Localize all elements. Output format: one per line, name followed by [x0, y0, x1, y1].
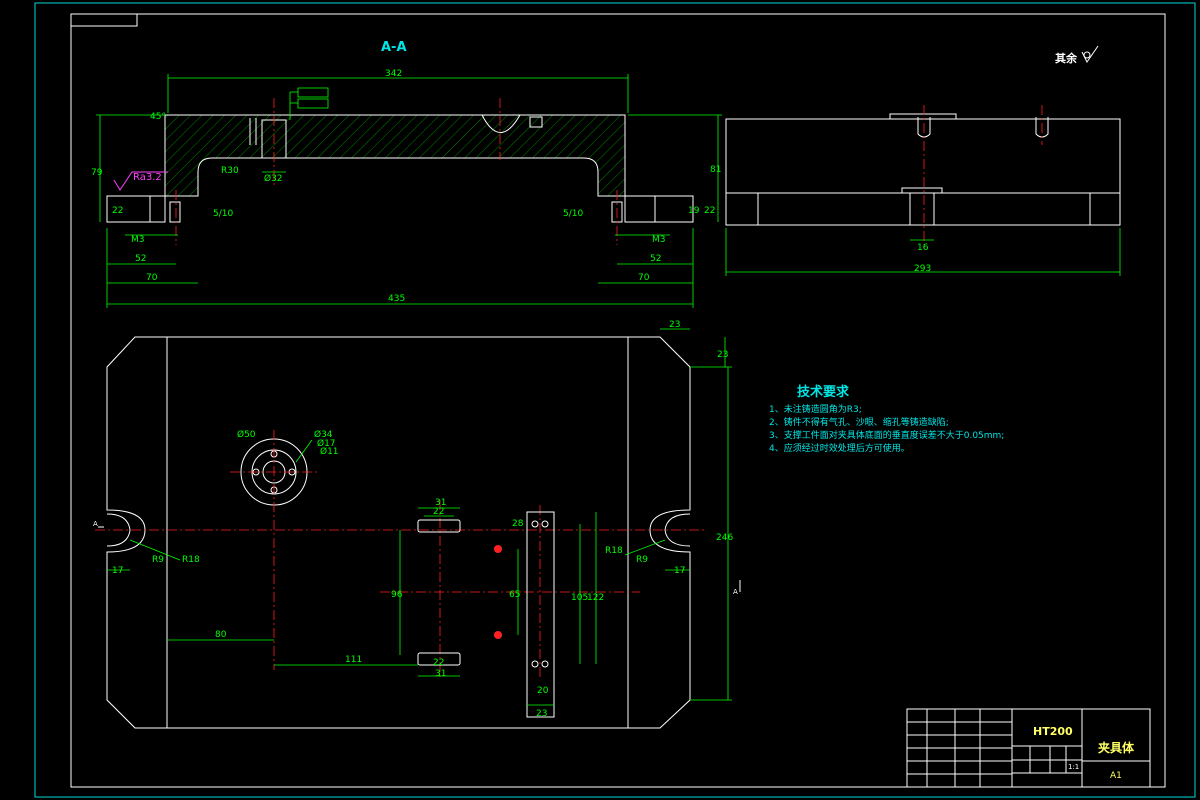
dim-dia34: Ø34 — [314, 429, 333, 440]
dim-80: 80 — [215, 630, 227, 640]
sheet-border — [34, 2, 1196, 798]
roughness-label: Ra3.2 — [133, 172, 162, 183]
dim-left-70: 70 — [146, 273, 158, 283]
dim-111: 111 — [345, 655, 362, 665]
dim-angle: 45° — [150, 112, 166, 122]
section-dimensions: 342 435 52 70 M3 52 70 M3 79 22 5/10 8 — [91, 69, 722, 308]
surface-note: 其余 — [1055, 45, 1099, 65]
dim-31-top: 31 — [435, 498, 446, 508]
dim-17-right: 17 — [674, 566, 685, 576]
dim-81: 81 — [710, 165, 721, 175]
section-label: A-A — [381, 40, 407, 55]
dim-right-70: 70 — [638, 273, 650, 283]
dim-22-top: 22 — [433, 507, 444, 517]
plan-outline — [106, 336, 691, 729]
dim-right-52: 52 — [650, 254, 661, 264]
scale-text: 1:1 — [1068, 763, 1079, 771]
dim-plan-246: 246 — [716, 533, 733, 543]
dim-122: 122 — [587, 593, 604, 603]
dim-r9-left: R9 — [152, 555, 164, 565]
dim-105: 105 — [571, 593, 588, 603]
dim-plan-23v: 23 — [717, 350, 728, 360]
dim-435: 435 — [388, 294, 405, 304]
dim-dia50: Ø50 — [237, 429, 256, 440]
dim-342: 342 — [385, 69, 402, 79]
marker-a-left: A — [93, 520, 98, 528]
material-text: HT200 — [1033, 725, 1073, 738]
tech-item-2: 2、铸件不得有气孔、沙眼、缩孔等铸造缺陷; — [769, 416, 949, 428]
roughness-symbol: Ra3.2 — [113, 171, 168, 191]
dim-r9-right: R9 — [636, 555, 648, 565]
dim-dia17: Ø17 — [317, 438, 336, 449]
dim-r18-right: R18 — [605, 546, 623, 556]
dim-65: 65 — [509, 590, 520, 600]
dim-side-16: 16 — [917, 243, 929, 253]
dim-79: 79 — [91, 168, 103, 178]
dim-r30: R30 — [221, 166, 239, 176]
dim-left-510: 5/10 — [213, 209, 233, 219]
dim-plan-23: 23 — [536, 709, 547, 719]
dim-side-293: 293 — [914, 264, 931, 274]
dim-right-19: 19 — [688, 206, 700, 216]
dim-17-left: 17 — [112, 566, 123, 576]
view-markers: A A — [93, 520, 741, 596]
side-view: 16 293 — [725, 105, 1121, 276]
dim-left-22: 22 — [112, 206, 123, 216]
plan-view: 23 23 246 Ø50 Ø34 Ø17 Ø11 31 22 31 22 28… — [93, 320, 741, 729]
section-body — [164, 114, 626, 197]
dim-31-bottom: 31 — [435, 669, 446, 679]
dim-28: 28 — [512, 519, 524, 529]
sheet-size-text: A1 — [1110, 771, 1122, 781]
dim-22-bottom: 22 — [433, 658, 444, 668]
tech-item-1: 1、未注铸造圆角为R3; — [769, 403, 862, 415]
dim-right-22: 22 — [704, 206, 715, 216]
right-foot — [624, 195, 694, 223]
dim-96: 96 — [391, 590, 403, 600]
title-block: HT200 夹具体 A1 1:1 — [906, 708, 1151, 788]
part-name-text: 夹具体 — [1098, 740, 1135, 755]
dim-left-m3: M3 — [131, 235, 145, 245]
tech-requirements: 技术要求 1、未注铸造圆角为R3; 2、铸件不得有气孔、沙眼、缩孔等铸造缺陷; … — [769, 384, 1004, 454]
dim-dia32: Ø32 — [264, 173, 283, 184]
plan-dimensions: 23 23 246 Ø50 Ø34 Ø17 Ø11 31 22 31 22 28… — [107, 320, 733, 719]
dim-left-52: 52 — [135, 254, 146, 264]
left-foot — [106, 195, 166, 223]
marker-a-right: A — [733, 588, 738, 596]
surface-note-text: 其余 — [1055, 51, 1078, 65]
tech-item-4: 4、应须经过时效处理后方可使用。 — [769, 442, 910, 454]
tech-item-3: 3、支撑工件面对夹具体底面的垂直度误差不大于0.05mm; — [769, 429, 1004, 441]
tech-title: 技术要求 — [797, 384, 850, 400]
dim-plan-20: 20 — [537, 686, 549, 696]
dim-right-m3: M3 — [652, 235, 666, 245]
dim-right-510: 5/10 — [563, 209, 583, 219]
dim-r18-left: R18 — [182, 555, 200, 565]
section-view-aa: A-A 342 435 52 — [91, 40, 722, 308]
dim-dia11: Ø11 — [320, 446, 339, 457]
dim-plan-23h: 23 — [669, 320, 680, 330]
